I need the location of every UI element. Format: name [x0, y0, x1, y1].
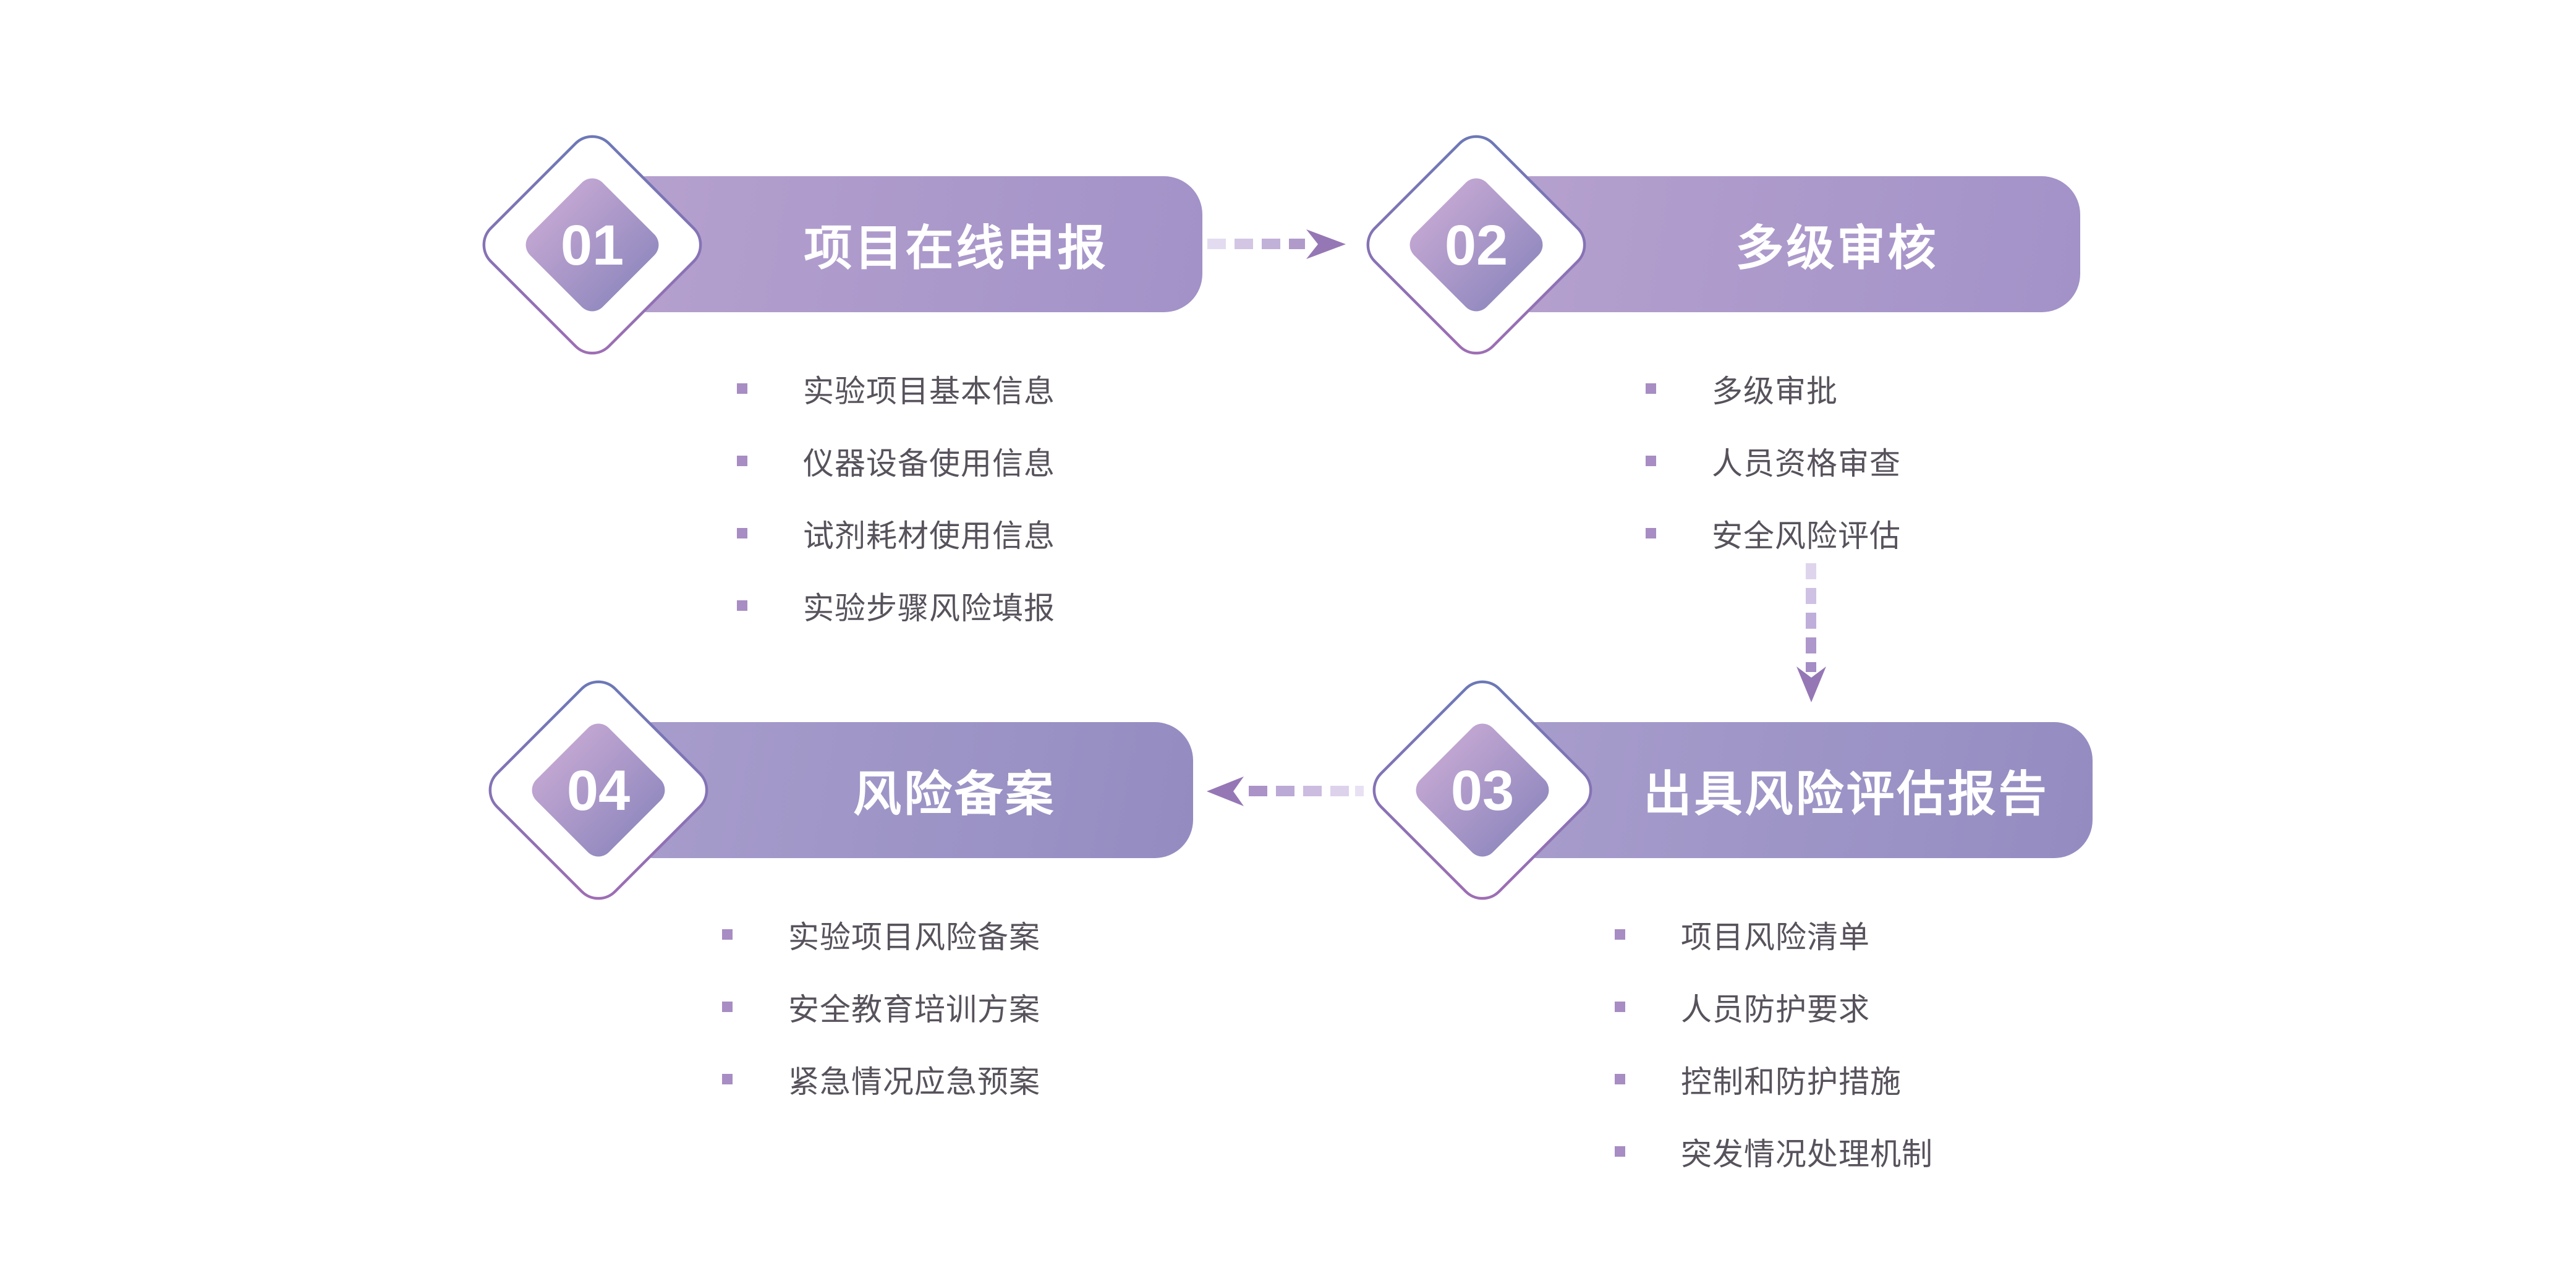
bullet-square-icon [722, 1002, 733, 1012]
step-4-title: 风险备案 [852, 767, 1056, 821]
step-4-bullet-list: 实验项目风险备案 安全教育培训方案 紧急情况应急预案 [722, 898, 1040, 1115]
step-2-number: 02 [1445, 214, 1508, 277]
bullet-square-icon [737, 528, 747, 538]
list-item: 仪器设备使用信息 [737, 425, 1055, 497]
arrow-03-to-04-icon [1207, 777, 1364, 806]
step-4-number-badge: 04 [488, 680, 708, 900]
list-item: 试剂耗材使用信息 [737, 497, 1055, 569]
step-2-title-bar: 多级审核 [1493, 176, 2080, 312]
step-1-title-bar: 项目在线申报 [609, 176, 1202, 312]
step-3-title: 出具风险评估报告 [1643, 767, 2049, 821]
list-item: 多级审批 [1646, 352, 1901, 425]
list-item: 项目风险清单 [1615, 898, 1933, 971]
list-item: 安全风险评估 [1646, 497, 1901, 569]
step-3-title-bar: 出具风险评估报告 [1499, 722, 2093, 858]
bullet-square-icon [1646, 383, 1656, 394]
bullet-square-icon [737, 456, 747, 466]
list-item: 实验步骤风险填报 [737, 569, 1055, 642]
step-4-title-bar: 风险备案 [615, 722, 1193, 858]
step-2-bullet-list: 多级审批 人员资格审查 安全风险评估 [1646, 352, 1901, 569]
list-item: 紧急情况应急预案 [722, 1043, 1040, 1115]
list-item: 人员防护要求 [1615, 971, 1933, 1043]
arrow-01-to-02-icon [1207, 229, 1346, 259]
bullet-square-icon [1646, 456, 1656, 466]
arrow-02-to-03-icon [1796, 563, 1826, 702]
bullet-square-icon [1615, 1002, 1625, 1012]
bullet-square-icon [737, 600, 747, 611]
list-item: 突发情况处理机制 [1615, 1115, 1933, 1188]
step-1-number: 01 [561, 214, 624, 277]
list-item: 实验项目风险备案 [722, 898, 1040, 971]
step-2-number-badge: 02 [1366, 135, 1586, 355]
bullet-square-icon [722, 1074, 733, 1084]
bullet-square-icon [1646, 528, 1656, 538]
step-1-title: 项目在线申报 [804, 221, 1108, 275]
bullet-square-icon [1615, 1146, 1625, 1157]
step-3-number: 03 [1451, 759, 1514, 822]
list-item: 安全教育培训方案 [722, 971, 1040, 1043]
step-1-bullet-list: 实验项目基本信息 仪器设备使用信息 试剂耗材使用信息 实验步骤风险填报 [737, 352, 1055, 642]
step-3-number-badge: 03 [1372, 680, 1592, 900]
list-item: 实验项目基本信息 [737, 352, 1055, 425]
step-4-number: 04 [567, 759, 630, 822]
list-item: 人员资格审查 [1646, 425, 1901, 497]
bullet-square-icon [722, 929, 733, 940]
step-1-number-badge: 01 [482, 135, 702, 355]
bullet-square-icon [1615, 929, 1625, 940]
list-item: 控制和防护措施 [1615, 1043, 1933, 1115]
bullet-square-icon [1615, 1074, 1625, 1084]
step-2-title: 多级审核 [1735, 221, 1939, 275]
bullet-square-icon [737, 383, 747, 394]
step-3-bullet-list: 项目风险清单 人员防护要求 控制和防护措施 突发情况处理机制 [1615, 898, 1933, 1188]
